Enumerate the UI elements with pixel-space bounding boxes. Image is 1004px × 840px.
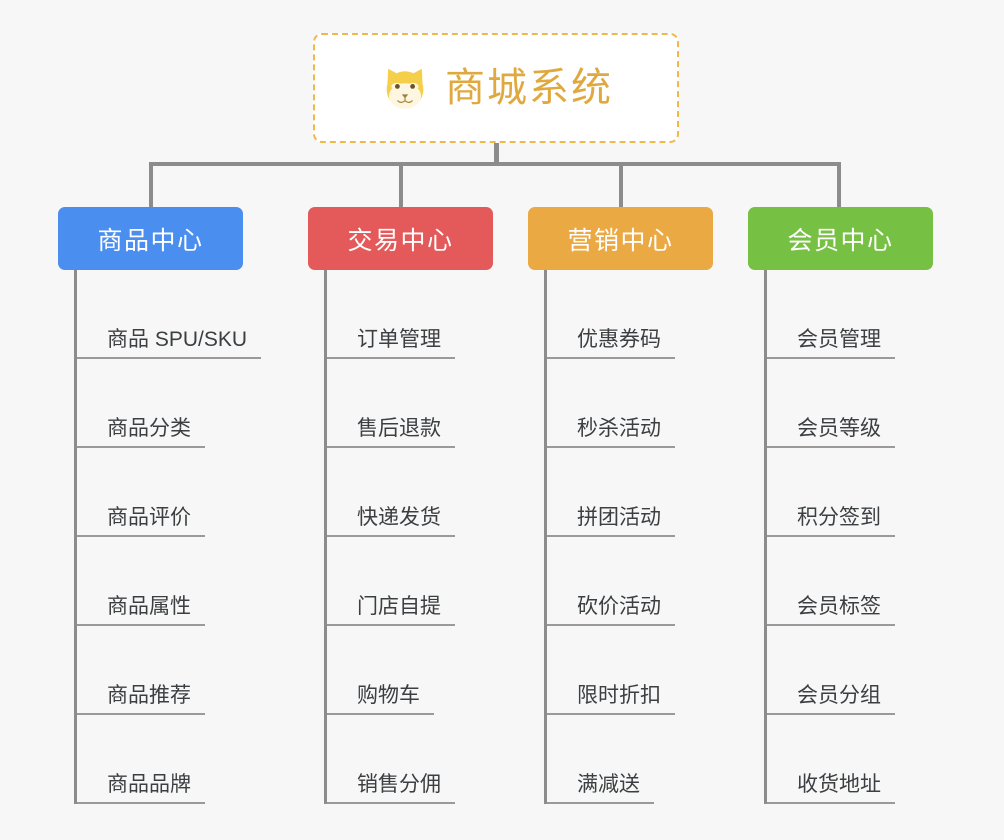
leaf-list-4: 会员管理 会员等级 积分签到 会员标签 会员分组 收货地址: [764, 270, 895, 804]
root-node[interactable]: 商城系统: [313, 33, 679, 143]
list-item[interactable]: 会员分组: [767, 626, 895, 715]
leaf-label: 快递发货: [327, 507, 455, 537]
connector-drop-4: [837, 162, 841, 209]
connector-root-stem: [494, 143, 499, 164]
category-header-4-label: 会员中心: [787, 226, 894, 255]
leaf-label: 满减送: [547, 774, 654, 804]
leaf-label: 优惠券码: [547, 329, 675, 359]
category-column-3: 营销中心 优惠券码 秒杀活动 拼团活动 砍价活动 限时折扣 满减送: [528, 207, 713, 804]
list-item[interactable]: 商品推荐: [77, 626, 261, 715]
leaf-label: 会员等级: [767, 418, 895, 448]
list-item[interactable]: 会员管理: [767, 270, 895, 359]
category-column-2: 交易中心 订单管理 售后退款 快递发货 门店自提 购物车 销售分佣: [308, 207, 493, 804]
list-item[interactable]: 秒杀活动: [547, 359, 675, 448]
leaf-label: 积分签到: [767, 507, 895, 537]
leaf-label: 商品品牌: [77, 774, 205, 804]
leaf-list-3: 优惠券码 秒杀活动 拼团活动 砍价活动 限时折扣 满减送: [544, 270, 675, 804]
leaf-label: 门店自提: [327, 596, 455, 626]
leaf-label: 售后退款: [327, 418, 455, 448]
leaf-label: 商品评价: [77, 507, 205, 537]
list-item[interactable]: 商品 SPU/SKU: [77, 270, 262, 359]
leaf-label: 商品属性: [77, 596, 205, 626]
leaf-list-2: 订单管理 售后退款 快递发货 门店自提 购物车 销售分佣: [324, 270, 455, 804]
category-column-1: 商品中心 商品 SPU/SKU 商品分类 商品评价 商品属性 商品推荐 商品品牌: [58, 207, 262, 804]
list-item[interactable]: 拼团活动: [547, 448, 675, 537]
list-item[interactable]: 商品分类: [77, 359, 261, 448]
list-item[interactable]: 积分签到: [767, 448, 895, 537]
list-item[interactable]: 销售分佣: [327, 715, 455, 804]
leaf-label: 商品 SPU/SKU: [77, 329, 262, 359]
leaf-label: 商品推荐: [77, 685, 205, 715]
leaf-label: 限时折扣: [547, 685, 675, 715]
leaf-label: 砍价活动: [547, 596, 675, 626]
connector-horizontal-bus: [149, 162, 841, 166]
category-header-4[interactable]: 会员中心: [748, 207, 933, 270]
shiba-dog-face-icon: [379, 64, 431, 112]
category-header-1[interactable]: 商品中心: [58, 207, 243, 270]
list-item[interactable]: 购物车: [327, 626, 455, 715]
leaf-label: 会员分组: [767, 685, 895, 715]
list-item[interactable]: 门店自提: [327, 537, 455, 626]
leaf-label: 会员标签: [767, 596, 895, 626]
list-item[interactable]: 限时折扣: [547, 626, 675, 715]
category-header-1-label: 商品中心: [97, 226, 204, 255]
leaf-label: 销售分佣: [327, 774, 455, 804]
connector-drop-3: [619, 162, 623, 209]
category-column-4: 会员中心 会员管理 会员等级 积分签到 会员标签 会员分组 收货地址: [748, 207, 933, 804]
leaf-label: 购物车: [327, 685, 434, 715]
leaf-label: 拼团活动: [547, 507, 675, 537]
connector-drop-1: [149, 162, 153, 209]
category-header-2[interactable]: 交易中心: [308, 207, 493, 270]
leaf-list-1: 商品 SPU/SKU 商品分类 商品评价 商品属性 商品推荐 商品品牌: [74, 270, 262, 804]
leaf-label: 订单管理: [327, 329, 455, 359]
list-item[interactable]: 售后退款: [327, 359, 455, 448]
list-item[interactable]: 砍价活动: [547, 537, 675, 626]
list-item[interactable]: 收货地址: [767, 715, 895, 804]
list-item[interactable]: 满减送: [547, 715, 675, 804]
list-item[interactable]: 快递发货: [327, 448, 455, 537]
list-item[interactable]: 商品属性: [77, 537, 261, 626]
list-item[interactable]: 会员标签: [767, 537, 895, 626]
list-item[interactable]: 优惠券码: [547, 270, 675, 359]
list-item[interactable]: 商品品牌: [77, 715, 261, 804]
list-item[interactable]: 会员等级: [767, 359, 895, 448]
list-item[interactable]: 商品评价: [77, 448, 261, 537]
root-title: 商城系统: [445, 66, 613, 110]
leaf-label: 商品分类: [77, 418, 205, 448]
list-item[interactable]: 订单管理: [327, 270, 455, 359]
category-header-3[interactable]: 营销中心: [528, 207, 713, 270]
leaf-label: 收货地址: [767, 774, 895, 804]
category-header-3-label: 营销中心: [567, 226, 674, 255]
category-header-2-label: 交易中心: [347, 226, 454, 255]
leaf-label: 会员管理: [767, 329, 895, 359]
connector-drop-2: [399, 162, 403, 209]
leaf-label: 秒杀活动: [547, 418, 675, 448]
